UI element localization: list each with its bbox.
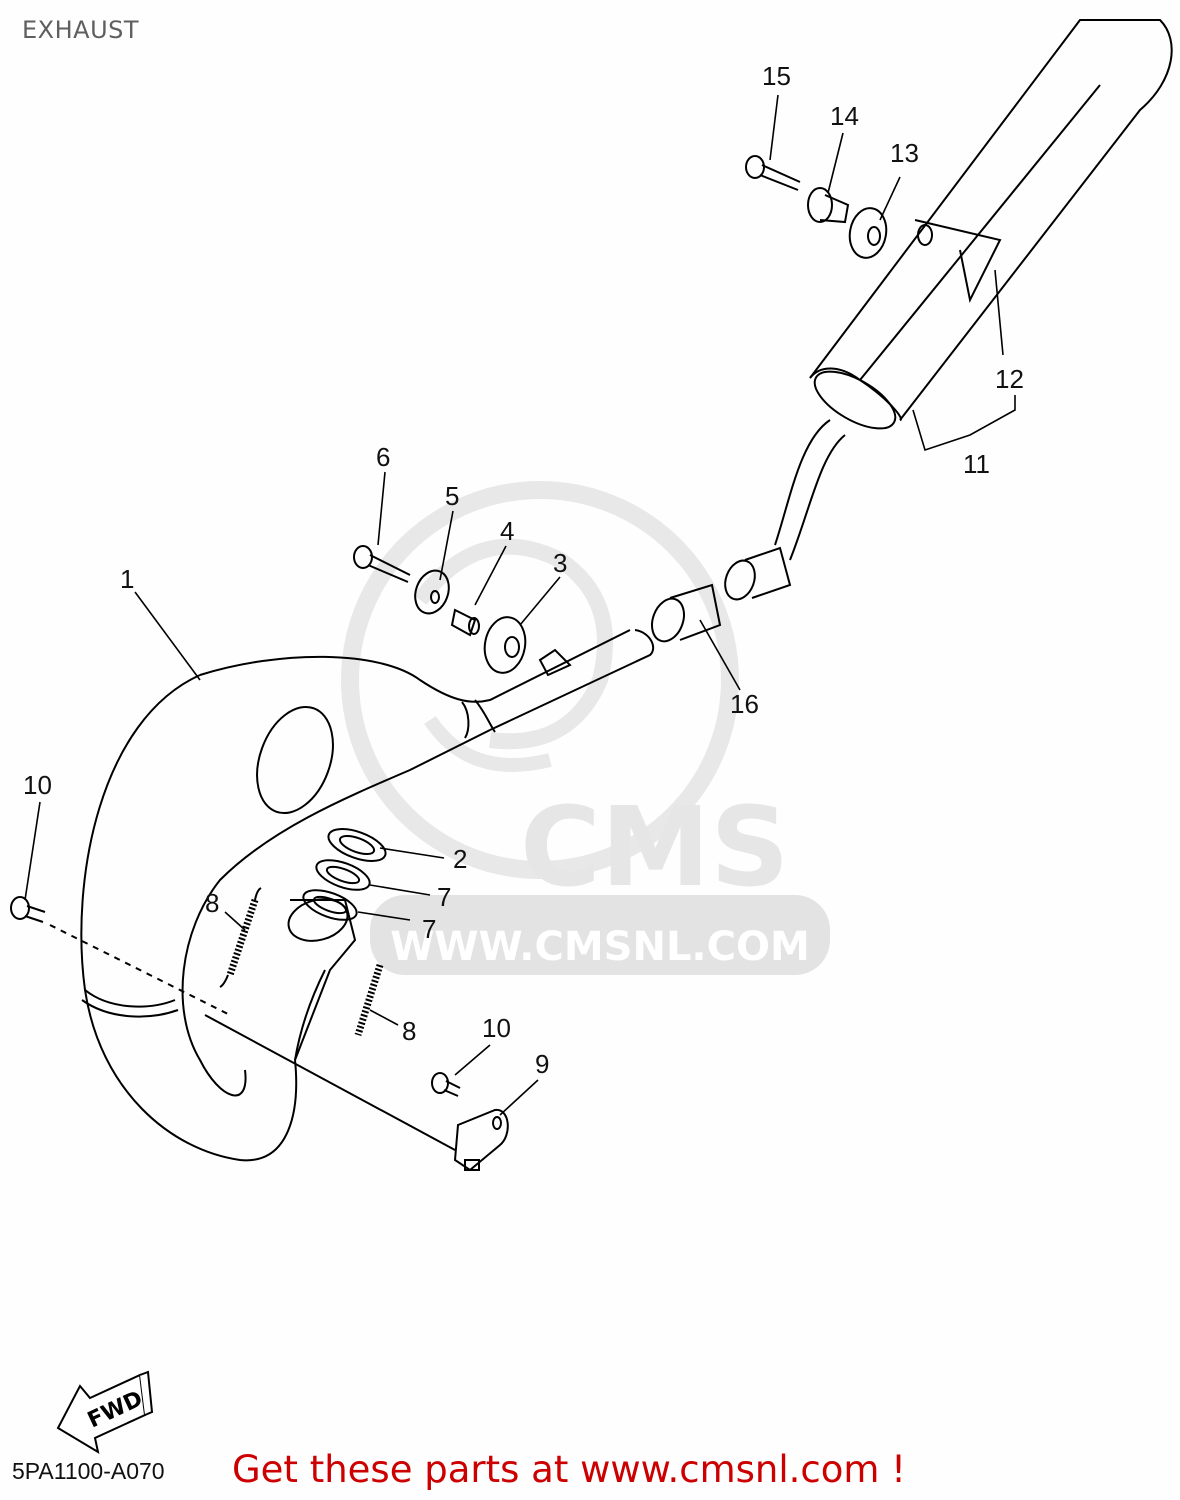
bracket-9 <box>453 1108 509 1172</box>
callout-4[interactable]: 4 <box>500 516 514 546</box>
cms-watermark: CMS WWW.CMSNL.COM <box>341 481 830 975</box>
callout-9[interactable]: 9 <box>535 1049 549 1079</box>
collar-4 <box>450 608 480 637</box>
callout-8a[interactable]: 8 <box>205 888 219 918</box>
damper-13 <box>848 207 888 259</box>
gasket-rings <box>302 828 387 921</box>
exhaust-pipe-part <box>80 629 655 1162</box>
bolt-10-right <box>431 1072 461 1097</box>
bolt-10-left <box>10 896 231 1016</box>
watermark-url: WWW.CMSNL.COM <box>390 924 810 970</box>
callout-8b[interactable]: 8 <box>402 1016 416 1046</box>
callout-16[interactable]: 16 <box>730 689 759 719</box>
callout-10b[interactable]: 10 <box>482 1013 511 1043</box>
bolt-6 <box>353 545 411 583</box>
fwd-arrow-icon: FWD <box>56 1370 154 1455</box>
callout-13[interactable]: 13 <box>890 138 919 168</box>
callout-12[interactable]: 12 <box>995 364 1024 394</box>
silencer-assembly <box>724 19 1173 601</box>
callout-14[interactable]: 14 <box>830 101 859 131</box>
callout-3[interactable]: 3 <box>553 548 567 578</box>
callout-2[interactable]: 2 <box>453 844 467 874</box>
callout-15[interactable]: 15 <box>762 61 791 91</box>
callout-labels: 1 2 3 4 5 6 7 7 8 8 9 10 10 11 12 13 14 … <box>23 61 1024 1079</box>
callout-5[interactable]: 5 <box>445 481 459 511</box>
callout-1[interactable]: 1 <box>120 564 134 594</box>
callout-6[interactable]: 6 <box>376 442 390 472</box>
callout-10a[interactable]: 10 <box>23 770 52 800</box>
watermark-brand: CMS <box>520 783 789 911</box>
damper-3 <box>483 616 527 674</box>
callout-7b[interactable]: 7 <box>422 914 436 944</box>
callout-7a[interactable]: 7 <box>437 882 451 912</box>
assembly-guide-line <box>204 1014 456 1151</box>
leader-lines <box>24 94 1016 1116</box>
bolt-15 <box>745 155 801 191</box>
promo-link[interactable]: Get these parts at www.cmsnl.com ! <box>232 1448 907 1491</box>
collar-14 <box>807 187 850 224</box>
callout-11[interactable]: 11 <box>963 449 990 479</box>
springs <box>219 887 384 1037</box>
diagram-code: 5PA1100-A070 <box>12 1458 165 1484</box>
joint-16 <box>651 583 722 643</box>
washer-5 <box>414 569 450 615</box>
page-title: EXHAUST <box>22 16 140 44</box>
